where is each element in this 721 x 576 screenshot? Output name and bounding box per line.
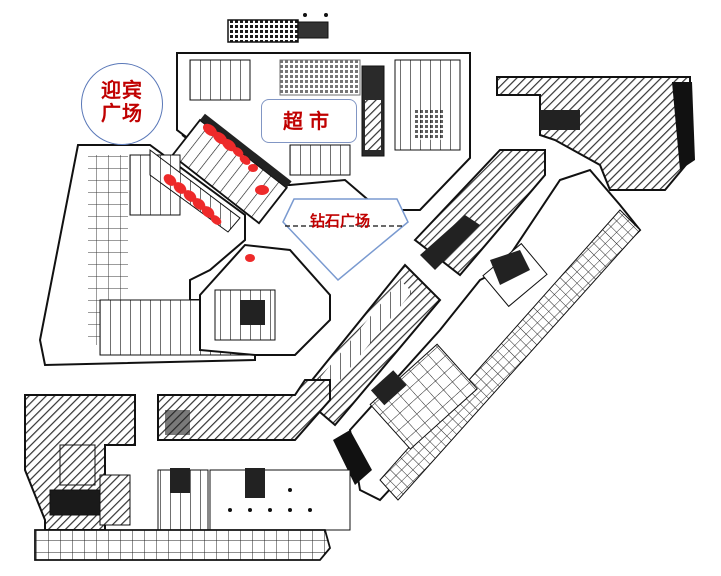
right-diagonal-zone: [333, 168, 642, 502]
right-diagonal-band: [413, 149, 546, 277]
highlighted-parking-spots: [163, 123, 269, 262]
bottom-grid-band: [34, 529, 331, 561]
right-upper-block: [496, 76, 695, 191]
mid-block: [199, 243, 331, 356]
supermarket-marker: 超市: [261, 99, 357, 143]
welcome-plaza-line2: 广场: [101, 101, 143, 125]
diamond-plaza-label: 钻石广场: [309, 212, 370, 230]
top-block: [227, 13, 329, 43]
supermarket-label: 超市: [283, 108, 335, 133]
welcome-plaza-label: 迎宾 广场: [84, 79, 160, 125]
bottom-middle-rooms: [157, 468, 351, 531]
welcome-plaza-line1: 迎宾: [101, 78, 143, 102]
upper-diagonal-parking: [171, 113, 292, 225]
central-diagonal-strip: [298, 263, 442, 427]
bottom-middle-strip: [157, 379, 331, 441]
diamond-plaza-outline: [282, 198, 409, 282]
bottom-left-block: [24, 394, 136, 531]
welcome-plaza-marker: [81, 63, 163, 145]
